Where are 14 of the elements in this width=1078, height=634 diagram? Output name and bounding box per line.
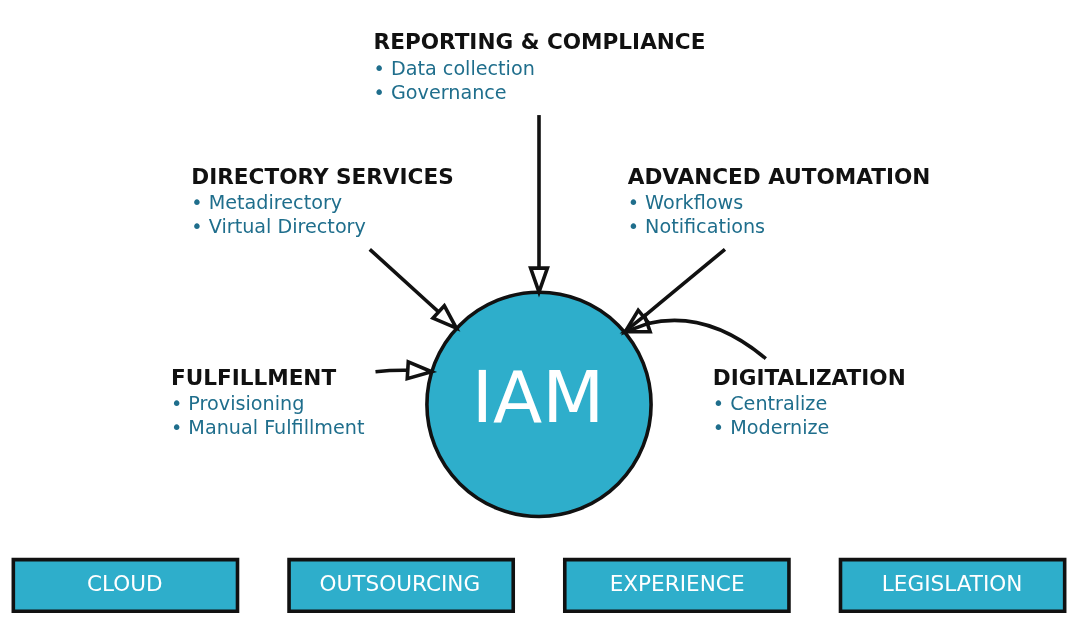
- node-text: REPORTING & COMPLIANCE • Data collection • Governance: [373, 28, 706, 104]
- node-text: DIRECTORY SERVICES • Metadirectory • Virtual Directory: [191, 163, 454, 238]
- arrow: [528, 114, 550, 297]
- arrow: [368, 247, 461, 332]
- arrow: [620, 247, 727, 335]
- arrow: [619, 312, 767, 360]
- node-box: OUTSOURCING: [287, 557, 516, 613]
- node-text: FULFILLMENT • Provisioning • Manual Fulfillment: [170, 364, 365, 439]
- node-text: ADVANCED AUTOMATION • Workflows • Notifications: [627, 163, 931, 238]
- node-text: DIGITALIZATION • Centralize • Modernize: [712, 364, 906, 439]
- node-box: EXPERIENCE: [562, 557, 791, 613]
- node-box: CLOUD: [11, 557, 240, 613]
- node-box: LEGISLATION: [838, 557, 1067, 613]
- arrow: [375, 358, 438, 381]
